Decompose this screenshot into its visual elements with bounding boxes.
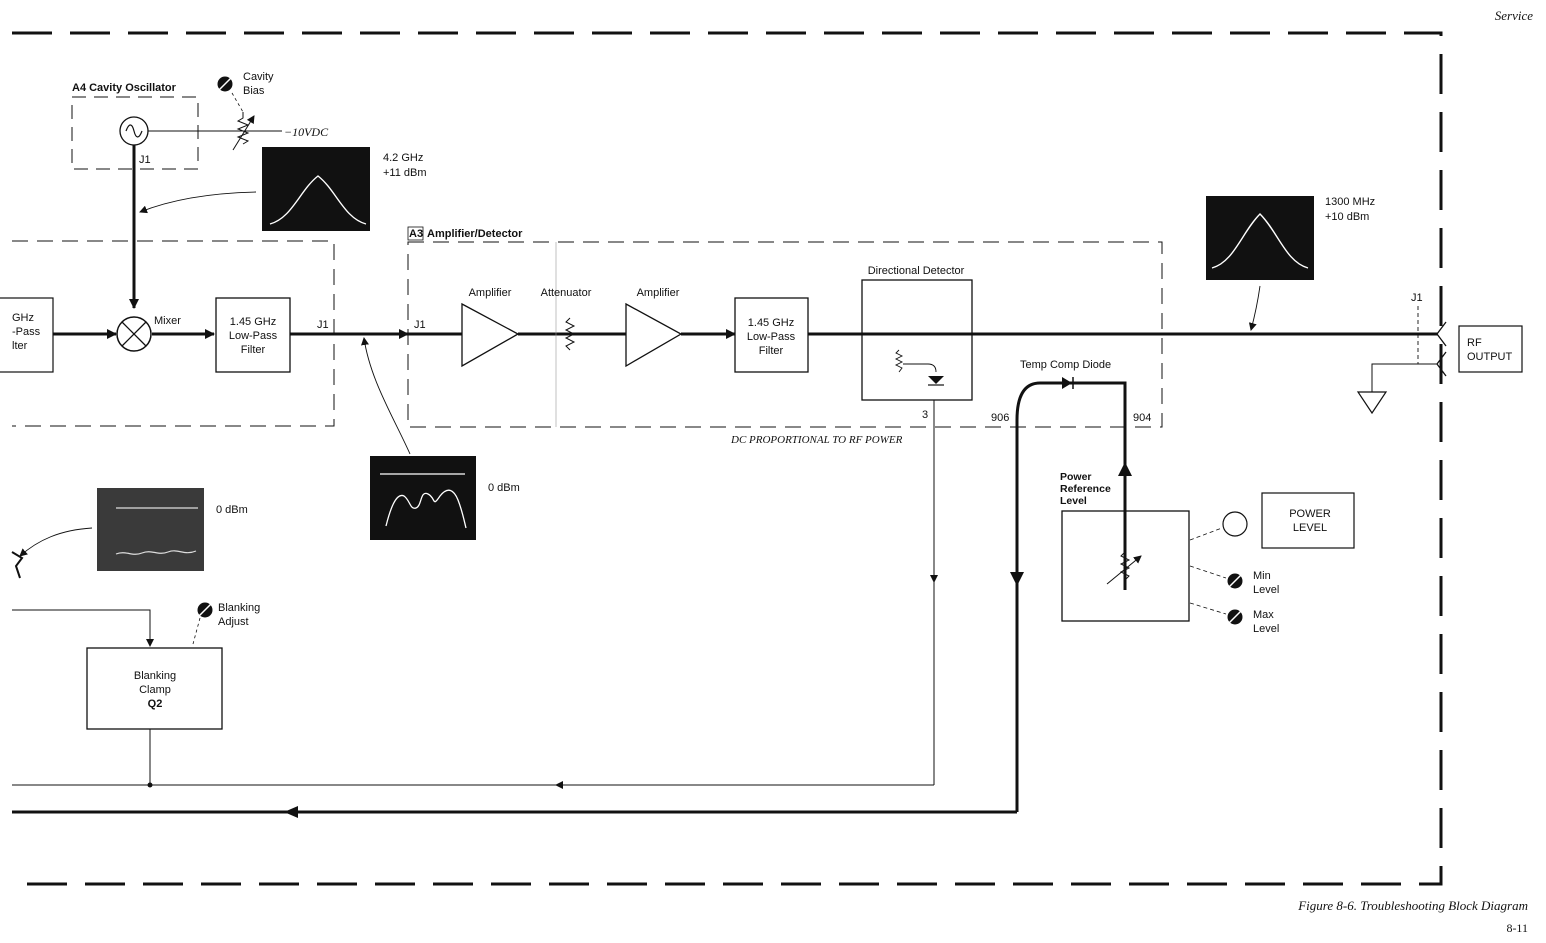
ground-icon	[1356, 391, 1388, 415]
blanking-clamp-line2: Clamp	[139, 684, 171, 696]
cavity-oscillator-title: A4 Cavity Oscillator	[72, 82, 177, 94]
scope-display-4-2ghz: 4.2 GHz +11 dBm	[139, 147, 427, 231]
a3-badge-frame	[407, 226, 424, 241]
amplifier-2-icon	[625, 302, 683, 368]
min-level-line1: Min	[1253, 570, 1271, 582]
scope-1300-level: +10 dBm	[1325, 211, 1369, 223]
min-level-line2: Level	[1253, 584, 1279, 596]
scope-1300-freq: 1300 MHz	[1325, 196, 1375, 208]
power-level-line1: POWER	[1289, 508, 1331, 520]
rf-output-box	[1458, 325, 1523, 373]
bottom-return-path	[12, 806, 1017, 818]
cavity-bias-label-2: Bias	[243, 85, 265, 97]
power-level-control: POWER LEVEL	[1189, 492, 1355, 549]
power-reference-line3: Level	[1060, 495, 1087, 507]
amplifier-1-label: Amplifier	[469, 287, 512, 299]
temp-comp-diode-label: Temp Comp Diode	[1020, 359, 1111, 371]
scope-mid-level: 0 dBm	[488, 482, 520, 494]
lpf2-line2: Low-Pass	[747, 331, 796, 343]
lpf1-connector-j1: J1	[317, 319, 329, 331]
amplifier-2: Amplifier	[625, 287, 683, 368]
scope-display-1300mhz: 1300 MHz +10 dBm	[1206, 196, 1375, 331]
a3-badge: A3	[409, 228, 423, 240]
low-pass-filter-1: 1.45 GHz Low-Pass Filter J1	[215, 297, 329, 373]
left-filter-line2: -Pass	[12, 326, 41, 338]
attenuator-icon	[564, 317, 576, 351]
amplifier-1: Amplifier	[461, 287, 520, 368]
directional-detector: Directional Detector 3	[861, 265, 973, 421]
power-reference-level: Power Reference Level	[1060, 471, 1190, 622]
amplifier-2-label: Amplifier	[637, 287, 680, 299]
left-partial-filter: GHz -Pass lter	[0, 297, 54, 373]
lpf2-line1: 1.45 GHz	[748, 317, 794, 329]
oscillator-connector-j1: J1	[139, 154, 151, 166]
max-level-line1: Max	[1253, 609, 1274, 621]
lpf1-line3: Filter	[241, 344, 266, 356]
scope-left-level: 0 dBm	[216, 504, 248, 516]
blanking-clamp-line3: Q2	[148, 698, 163, 710]
scope-4ghz-level: +11 dBm	[383, 167, 427, 179]
power-reference-line1: Power	[1060, 471, 1092, 483]
lpf2-line3: Filter	[759, 345, 784, 357]
figure-caption: Figure 8-6. Troubleshooting Block Diagra…	[1297, 898, 1528, 913]
mixer: Mixer	[116, 315, 181, 352]
section-header: Service	[1495, 8, 1533, 23]
power-level-knob-icon[interactable]	[1222, 511, 1248, 537]
rf-output-j1: J1	[1411, 292, 1423, 304]
power-reference-line2: Reference	[1060, 483, 1111, 495]
temp-comp-diode-path: Temp Comp Diode 906 904	[991, 359, 1151, 812]
attenuator-label: Attenuator	[541, 287, 592, 299]
blanking-adjust-line2: Adjust	[218, 616, 249, 628]
dc-proportional-note: DC PROPORTIONAL TO RF POWER	[730, 434, 903, 446]
pin-904-label: 904	[1133, 412, 1151, 424]
left-filter-line3: lter	[12, 340, 28, 352]
left-filter-line1: GHz	[12, 312, 34, 324]
cavity-bias: Cavity Bias −10VDC	[148, 71, 329, 151]
low-pass-filter-2: 1.45 GHz Low-Pass Filter	[734, 297, 809, 373]
lpf1-line2: Low-Pass	[229, 330, 278, 342]
outer-assembly-border	[12, 31, 1443, 886]
detector-output-line	[12, 400, 938, 789]
pin-3-label: 3	[922, 409, 928, 421]
amplifier-detector-box: A3 Amplifier/Detector J1	[407, 226, 1163, 428]
pin-906-label: 906	[991, 412, 1009, 424]
mixer-label: Mixer	[154, 315, 181, 327]
directional-detector-label: Directional Detector	[868, 265, 965, 277]
blanking-clamp-line1: Blanking	[134, 670, 176, 682]
cavity-bias-label-1: Cavity	[243, 71, 274, 83]
amp-detector-title: Amplifier/Detector	[427, 228, 523, 240]
rf-output-connector: J1 RF OUTPUT	[1356, 292, 1523, 415]
power-level-line2: LEVEL	[1293, 522, 1327, 534]
rf-output-label-2: OUTPUT	[1467, 351, 1513, 363]
max-level-line2: Level	[1253, 623, 1279, 635]
bias-voltage-label: −10VDC	[284, 125, 329, 139]
scope-4ghz-freq: 4.2 GHz	[383, 152, 423, 164]
power-level-button[interactable]	[1261, 492, 1355, 549]
lpf1-line1: 1.45 GHz	[230, 316, 276, 328]
amp-detector-connector-j1: J1	[414, 319, 426, 331]
scope-display-0dbm-left: 0 dBm	[11, 488, 248, 579]
blanking-adjust-line1: Blanking	[218, 602, 260, 614]
attenuator: Attenuator	[541, 287, 592, 351]
scope-display-0dbm-middle: 0 dBm	[361, 337, 520, 540]
rf-output-label-1: RF	[1467, 337, 1482, 349]
blanking-clamp: Blanking Clamp Q2 Blanking Adjust	[12, 602, 260, 788]
page-number: 8-11	[1506, 921, 1528, 935]
amplifier-1-icon	[461, 302, 520, 368]
min-level-adjust: Min Level	[1189, 565, 1279, 596]
max-level-adjust: Max Level	[1189, 602, 1279, 635]
